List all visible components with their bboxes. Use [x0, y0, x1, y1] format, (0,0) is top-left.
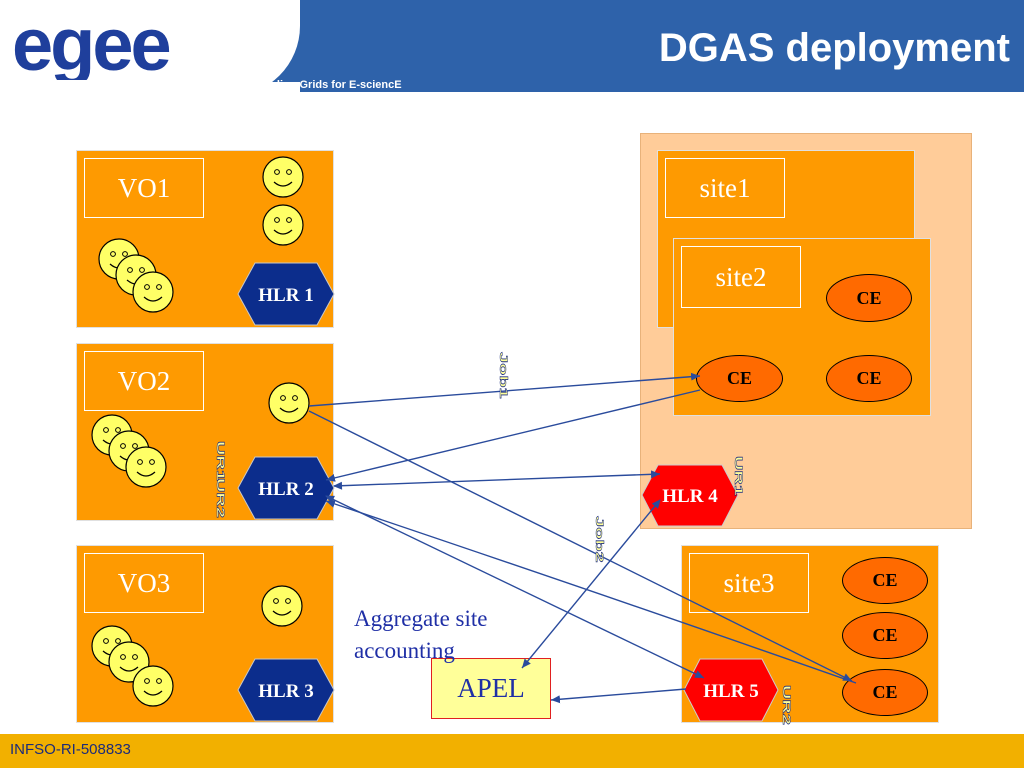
hlr1-node: HLR 1 — [237, 262, 335, 326]
job2-label: Job2 — [593, 516, 605, 563]
site3-label: site3 — [689, 553, 809, 613]
logo-panel: egee — [0, 0, 300, 96]
ce-node: CE — [826, 274, 912, 322]
user-smiley-icon — [261, 585, 303, 627]
ce-node: CE — [842, 557, 928, 604]
hlr2-label: HLR 2 — [258, 479, 313, 500]
ce-node: CE — [842, 612, 928, 659]
user-smiley-icon — [262, 156, 304, 198]
egee-logo-text: egee — [12, 3, 170, 80]
hlr2-node: HLR 2 — [237, 456, 335, 520]
vo2-label: VO2 — [84, 351, 204, 411]
ur2-arrow-ce-to-hlr2 — [325, 500, 857, 684]
job2-arrow — [308, 410, 853, 682]
hlr5-apel-arrow — [550, 688, 687, 704]
hlr1-label: HLR 1 — [258, 285, 313, 306]
user-group-smiley-icon — [98, 238, 174, 313]
ce-node: CE — [826, 355, 912, 402]
site2-label: site2 — [681, 246, 801, 308]
hlr5-node: HLR 5 — [683, 658, 779, 722]
user-group-smiley-icon — [91, 414, 167, 488]
vo3-label: VO3 — [84, 553, 204, 613]
user-smiley-icon — [262, 204, 304, 246]
header-tagline: Enabling Grids for E-sciencE — [250, 79, 402, 91]
hlr3-label: HLR 3 — [258, 681, 313, 702]
ur1-label-site: UR1 — [732, 456, 744, 496]
vo1-label: VO1 — [84, 158, 204, 218]
ur1-arrow-ce-to-hlr2 — [325, 389, 701, 482]
job1-arrow — [308, 372, 701, 407]
ce-node: CE — [842, 669, 928, 716]
page-title: DGAS deployment — [658, 26, 1010, 70]
ur2-label-site: UR2 — [780, 685, 792, 725]
ur2-label-vo2: UR2 — [214, 478, 226, 518]
hlr5-label: HLR 5 — [703, 681, 758, 702]
header-strip — [300, 78, 1024, 92]
footer-bar — [0, 734, 1024, 768]
user-smiley-icon — [268, 382, 310, 424]
hlr2-hlr5-exchange-arrow — [325, 495, 705, 679]
ce-node: CE — [696, 355, 783, 402]
ur1-label-vo2: UR1 — [214, 441, 226, 481]
egee-logo: egee — [12, 3, 173, 86]
footer-project-id: INFSO-RI-508833 — [10, 741, 131, 758]
job1-label: Job1 — [497, 352, 509, 399]
hlr2-hlr4-exchange-arrow — [333, 470, 661, 490]
user-group-smiley-icon — [91, 625, 174, 707]
hlr4-label: HLR 4 — [662, 486, 718, 507]
hlr4-apel-arrow — [521, 499, 661, 669]
hlr3-node: HLR 3 — [237, 658, 335, 722]
site1-label: site1 — [665, 158, 785, 218]
